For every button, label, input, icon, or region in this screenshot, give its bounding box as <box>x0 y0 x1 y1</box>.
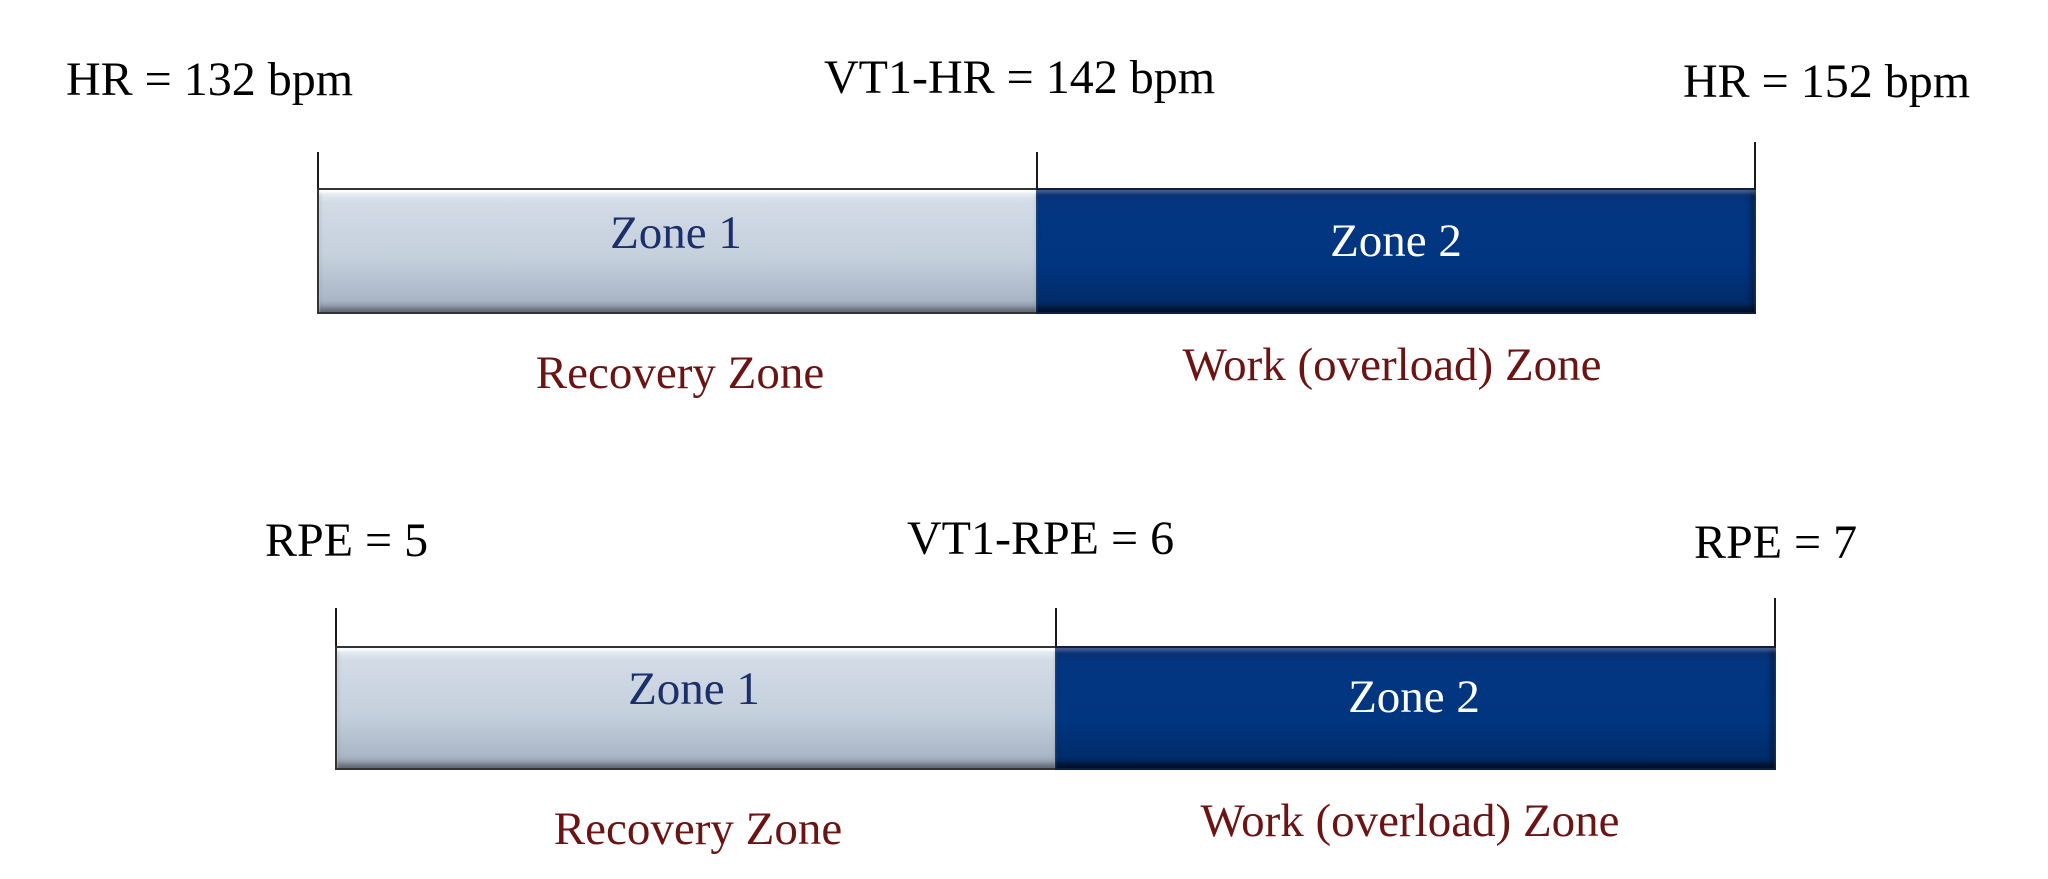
rpe-end-label: RPE = 7 <box>1694 516 1858 569</box>
rpe-zone1-label: Zone 1 <box>628 663 760 715</box>
rpe-zone1-caption: Recovery Zone <box>553 803 843 855</box>
hr-zone1-caption: Recovery Zone <box>535 347 825 399</box>
rpe-zone1-bar <box>335 646 1056 770</box>
hr-zone-scale: HR = 132 bpm VT1-HR = 142 bpm HR = 152 b… <box>0 0 2048 425</box>
rpe-zone-scale: RPE = 5 VT1-RPE = 6 RPE = 7 Zone 1 Zone … <box>0 454 2048 879</box>
rpe-zone2-label: Zone 2 <box>1348 671 1480 723</box>
hr-start-label: HR = 132 bpm <box>66 53 354 106</box>
hr-zone1-label: Zone 1 <box>610 207 742 259</box>
rpe-threshold-label: VT1-RPE = 6 <box>907 512 1175 565</box>
hr-zone2-bar <box>1036 188 1756 314</box>
hr-threshold-label: VT1-HR = 142 bpm <box>824 51 1216 104</box>
hr-zone1-bar <box>317 188 1037 314</box>
hr-zone2-label: Zone 2 <box>1330 215 1462 267</box>
hr-end-label: HR = 152 bpm <box>1683 55 1971 108</box>
hr-zone2-caption: Work (overload) Zone <box>1182 339 1602 391</box>
rpe-zone2-caption: Work (overload) Zone <box>1200 795 1620 847</box>
rpe-start-label: RPE = 5 <box>265 514 429 567</box>
rpe-zone2-bar <box>1055 646 1776 770</box>
